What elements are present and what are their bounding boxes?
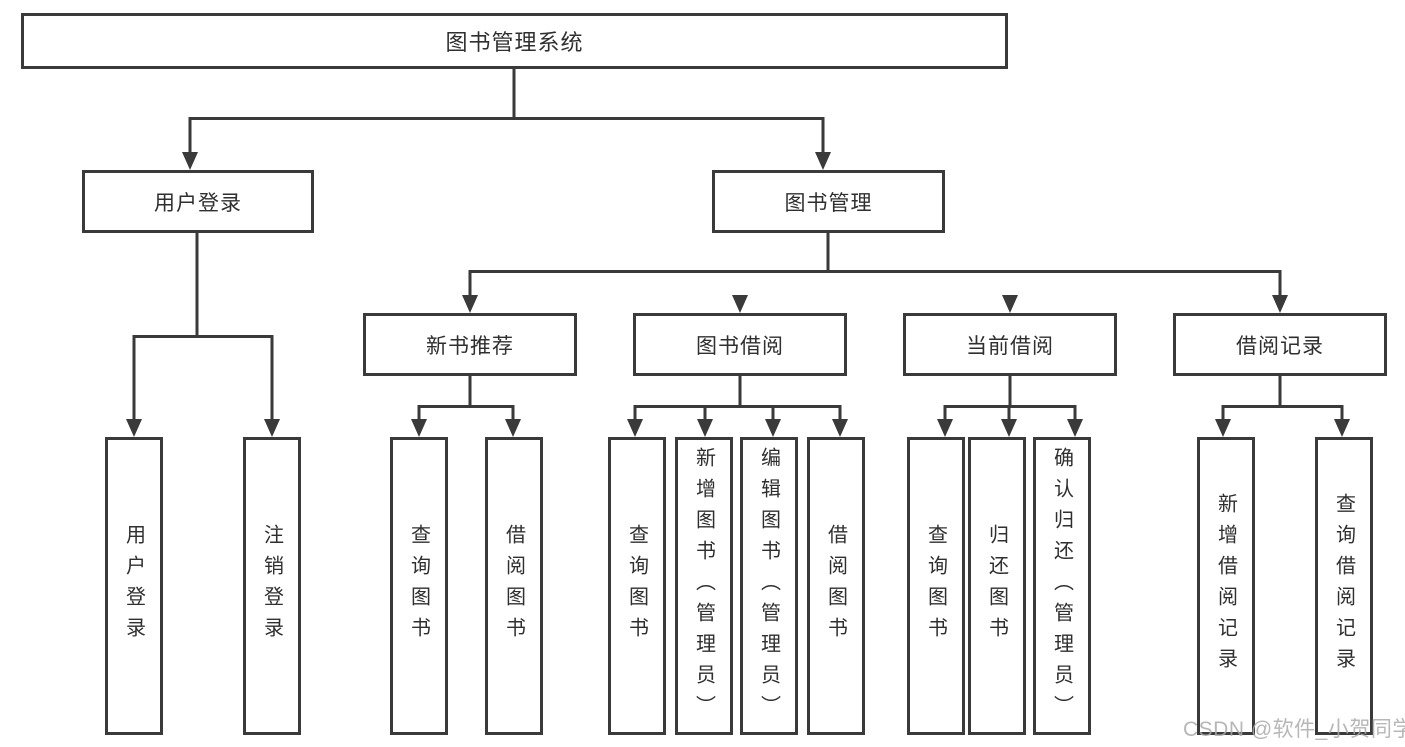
node-label: 注销登录 (260, 524, 283, 648)
leaf-logout: 注销登录 (243, 437, 301, 735)
leaf-query-books-recommend: 查询图书 (390, 437, 448, 735)
leaf-edit-books-admin: 编辑图书（管理员） (740, 437, 798, 735)
node-user-login: 用户登录 (82, 170, 314, 233)
node-label: 借阅图书 (502, 524, 525, 648)
node-label: 新增借阅记录 (1214, 493, 1237, 679)
node-label: 图书管理系统 (445, 30, 584, 55)
node-book-borrowing: 图书借阅 (633, 313, 847, 376)
leaf-borrow-books: 借阅图书 (807, 437, 865, 735)
node-label: 当前借阅 (966, 334, 1054, 358)
csdn-watermark: CSDN @软件_小贺同学 (1183, 718, 1405, 741)
leaf-add-books-admin: 新增图书（管理员） (675, 437, 733, 735)
leaf-query-books-borrowing: 查询图书 (608, 437, 666, 735)
node-label: 确认归还（管理员） (1050, 446, 1073, 726)
node-borrowing-records: 借阅记录 (1173, 313, 1387, 376)
node-new-book-recommendation: 新书推荐 (363, 313, 577, 376)
node-label: 归还图书 (985, 524, 1008, 648)
node-current-borrowing: 当前借阅 (903, 313, 1117, 376)
node-label: 新书推荐 (426, 334, 514, 358)
node-label: 用户登录 (154, 191, 242, 215)
node-label: 图书借阅 (696, 334, 784, 358)
leaf-user-login: 用户登录 (105, 437, 163, 735)
leaf-query-books-current: 查询图书 (907, 437, 965, 735)
node-label: 新增图书（管理员） (692, 446, 715, 726)
node-label: 图书管理 (784, 191, 873, 215)
node-label: 借阅记录 (1236, 334, 1324, 358)
node-book-management: 图书管理 (712, 170, 945, 233)
leaf-confirm-return-admin: 确认归还（管理员） (1033, 437, 1091, 735)
node-library-management-system: 图书管理系统 (21, 13, 1008, 69)
leaf-borrow-books-recommend: 借阅图书 (485, 437, 543, 735)
node-label: 查询借阅记录 (1332, 493, 1355, 679)
node-label: 编辑图书（管理员） (757, 446, 780, 726)
node-label: 借阅图书 (824, 524, 847, 648)
node-label: 查询图书 (924, 524, 947, 648)
node-label: 查询图书 (407, 524, 430, 648)
connector-lines (132, 69, 1344, 421)
leaf-query-borrow-record: 查询借阅记录 (1315, 437, 1373, 735)
leaf-add-borrow-record: 新增借阅记录 (1197, 437, 1255, 735)
leaf-return-books: 归还图书 (968, 437, 1026, 735)
node-label: 查询图书 (625, 524, 648, 648)
node-label: 用户登录 (122, 524, 145, 648)
